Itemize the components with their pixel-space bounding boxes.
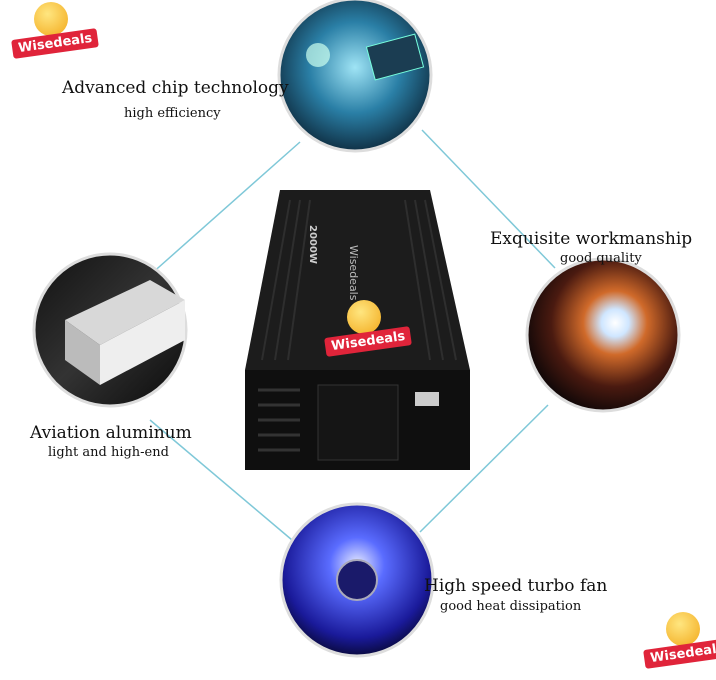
- product-power-label: 2000W: [307, 225, 318, 264]
- blue-fan-image: [279, 502, 435, 658]
- feature-subtitle-workmanship: good quality: [560, 251, 642, 266]
- feature-title-fan: High speed turbo fan: [424, 576, 608, 596]
- feature-subtitle-aluminum: light and high-end: [48, 445, 169, 460]
- connector-line: [421, 129, 556, 269]
- usb-port: [415, 392, 439, 406]
- connector-line: [419, 404, 549, 533]
- feature-title-chip: Advanced chip technology: [62, 78, 289, 98]
- feature-title-workmanship: Exquisite workmanship: [490, 229, 693, 249]
- brand-logo-bottom: Wisedeals: [643, 612, 716, 674]
- feature-subtitle-fan: good heat dissipation: [440, 599, 582, 614]
- circuit-chip-image: [277, 0, 433, 153]
- brand-logo-top: Wisedeals: [11, 2, 100, 64]
- feature-title-aluminum: Aviation aluminum: [30, 423, 192, 443]
- aluminum-profile-image: [32, 252, 188, 408]
- product-brand-label: Wisedeals: [347, 245, 360, 301]
- watermark-logo-center: Wisedeals: [324, 300, 413, 362]
- connector-line: [149, 141, 301, 276]
- connector-line: [149, 419, 293, 541]
- connector-lines: [149, 129, 556, 541]
- welding-image: [525, 257, 681, 413]
- feature-subtitle-chip: high efficiency: [124, 106, 221, 121]
